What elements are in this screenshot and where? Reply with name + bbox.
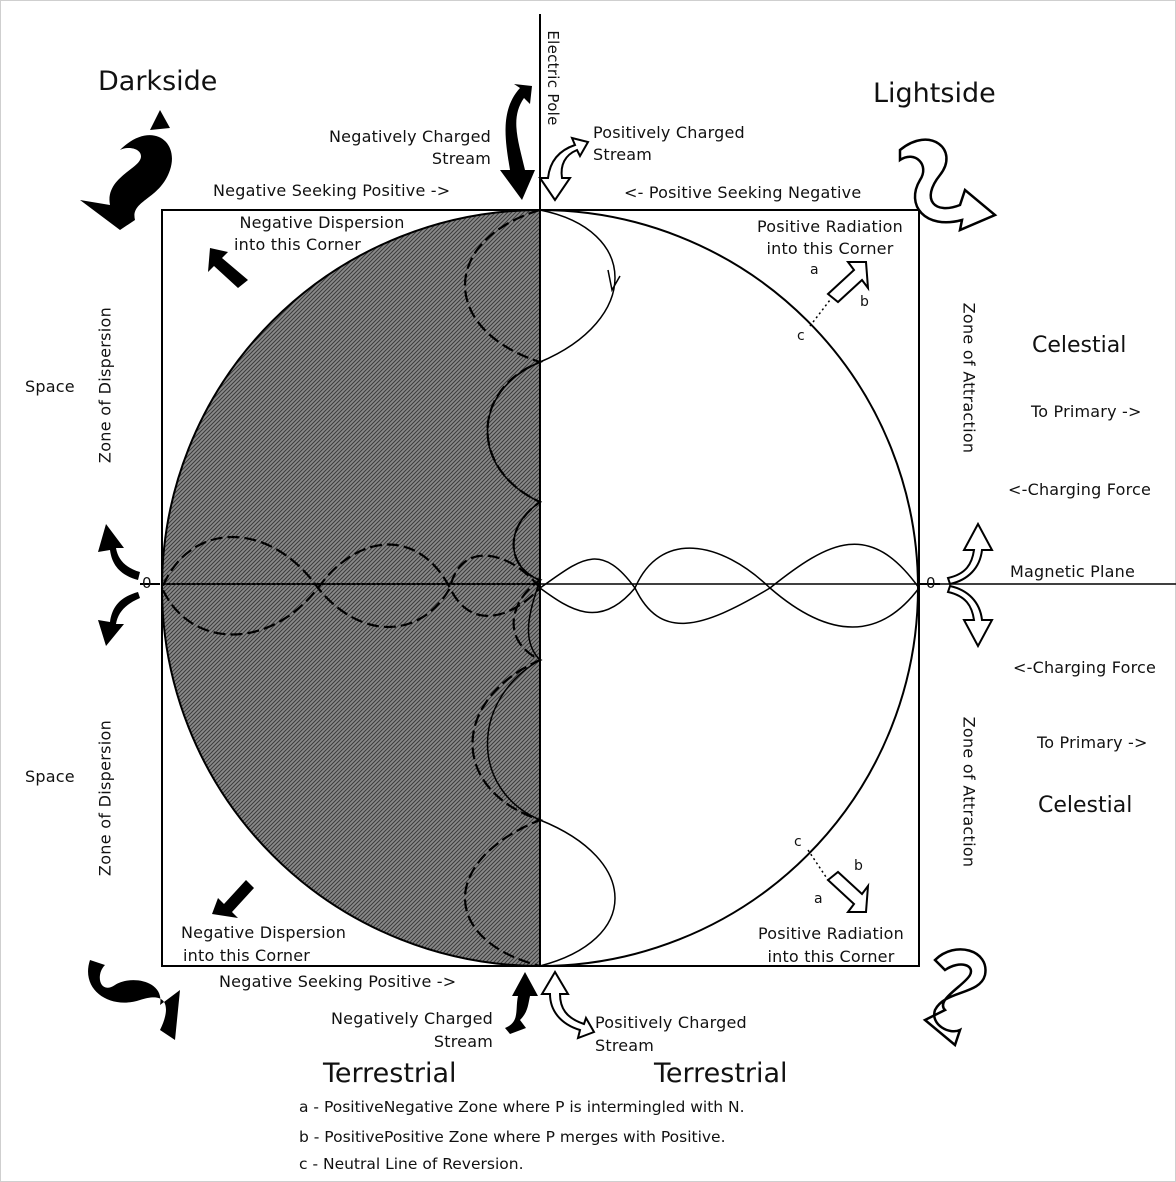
swirl-top-right bbox=[898, 138, 998, 233]
marker-c-top: c bbox=[797, 328, 805, 344]
zero-left-label: 0 bbox=[142, 574, 152, 592]
legend-item-c: c - Neutral Line of Reversion. bbox=[299, 1155, 524, 1173]
neg-dispersion-arrow-bottom bbox=[212, 880, 254, 918]
right-magnetic-arrows bbox=[946, 521, 994, 649]
neg-dispersion-arrow-top bbox=[208, 248, 248, 288]
zone-attraction-bottom-label: Zone of Attraction bbox=[959, 716, 979, 868]
bottom-neg-stream-arrow bbox=[505, 972, 538, 1034]
swirl-top-left bbox=[80, 110, 172, 230]
bottom-neg-seek-label: Negative Seeking Positive -> bbox=[219, 972, 457, 991]
swirl-bottom-right bbox=[922, 948, 987, 1048]
light-spiral-curves bbox=[486, 209, 920, 967]
terrestrial-left-label: Terrestrial bbox=[323, 1058, 457, 1089]
celestial-bottom-label: Celestial bbox=[1038, 793, 1133, 818]
left-magnetic-arrows bbox=[98, 524, 140, 646]
top-neg-stream-arrow bbox=[500, 84, 535, 200]
zone-dispersion-bottom-label: Zone of Dispersion bbox=[95, 719, 115, 877]
pos-radiation-arrow-bottom bbox=[826, 870, 870, 913]
zone-dispersion-top-label: Zone of Dispersion bbox=[95, 306, 115, 464]
electric-pole-label: Electric Pole bbox=[544, 30, 562, 126]
terrestrial-right-label: Terrestrial bbox=[654, 1058, 788, 1089]
space-bottom-label: Space bbox=[25, 767, 75, 786]
charging-force-bottom-label: <-Charging Force bbox=[1013, 658, 1157, 677]
marker-c-bottom: c bbox=[794, 834, 802, 850]
top-pos-seek-label: <- Positive Seeking Negative bbox=[624, 183, 862, 202]
darkside-title: Darkside bbox=[98, 66, 218, 97]
top-neg-seek-label: Negative Seeking Positive -> bbox=[213, 181, 451, 200]
zero-right-label: 0 bbox=[926, 574, 936, 592]
celestial-top-label: Celestial bbox=[1032, 333, 1127, 358]
neutral-line-dotted bbox=[807, 299, 831, 881]
marker-a-top: a bbox=[810, 262, 819, 278]
legend-item-a: a - PositiveNegative Zone where P is int… bbox=[299, 1098, 745, 1116]
bottom-pos-stream-arrow bbox=[540, 970, 596, 1040]
to-primary-top-label: To Primary -> bbox=[1031, 402, 1142, 421]
marker-a-bottom: a bbox=[814, 891, 823, 907]
pos-radiation-arrow-top bbox=[826, 261, 870, 304]
magnetic-plane-label: Magnetic Plane bbox=[1010, 562, 1136, 581]
swirl-bottom-left bbox=[88, 960, 180, 1040]
top-pos-stream-arrow bbox=[538, 136, 590, 202]
darkside-shading bbox=[162, 210, 540, 966]
space-top-label: Space bbox=[25, 377, 75, 396]
zone-attraction-top-label: Zone of Attraction bbox=[959, 302, 979, 454]
lightside-title: Lightside bbox=[873, 78, 996, 109]
dark-spiral-curves bbox=[160, 208, 544, 968]
legend-item-b: b - PositivePositive Zone where P merges… bbox=[299, 1128, 726, 1146]
to-primary-bottom-label: To Primary -> bbox=[1037, 733, 1148, 752]
charging-force-top-label: <-Charging Force bbox=[1008, 480, 1152, 499]
marker-b-top: b bbox=[860, 294, 869, 310]
marker-b-bottom: b bbox=[854, 858, 863, 874]
